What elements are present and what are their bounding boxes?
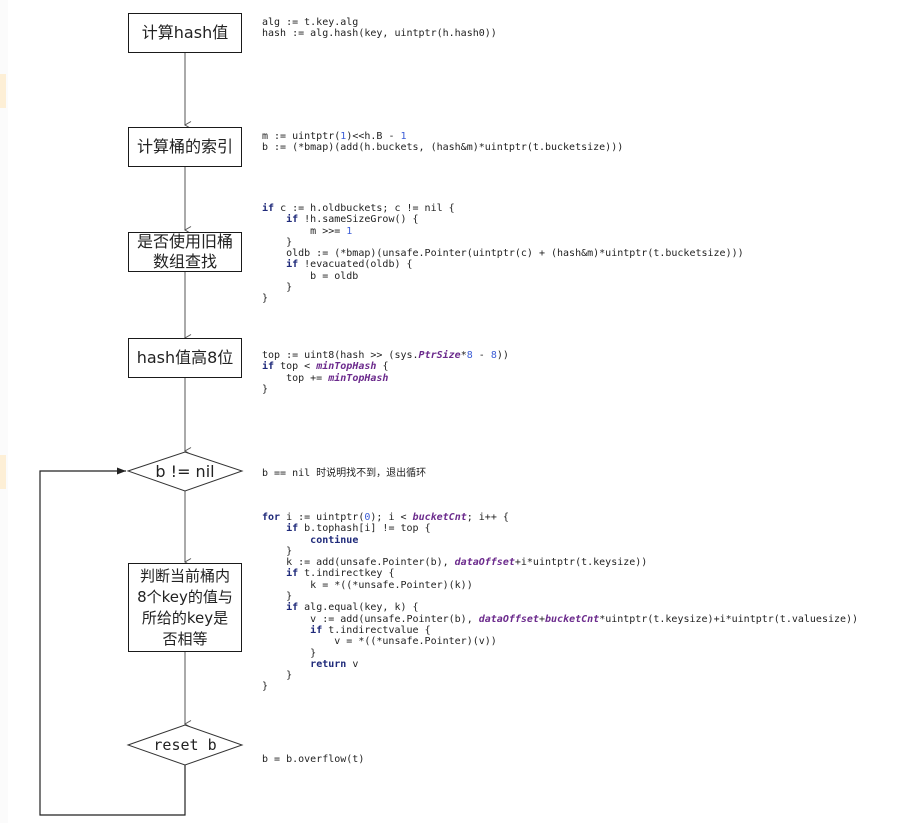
decision-diamond-loop bbox=[126, 451, 244, 492]
highlight-marker bbox=[0, 455, 6, 489]
code-line: } bbox=[262, 383, 269, 395]
code-compare-keys: for i := uintptr(0); i < bucketCnt; i++ … bbox=[262, 512, 858, 693]
code-line: return v bbox=[310, 658, 359, 670]
code-tophash: top := uint8(hash >> (sys.PtrSize*8 - 8)… bbox=[262, 350, 509, 395]
code-line: continue bbox=[310, 534, 359, 546]
step-label: 判断当前桶内 8个key的值与 所给的key是 否相等 bbox=[137, 566, 233, 648]
step-compare-keys: 判断当前桶内 8个key的值与 所给的key是 否相等 bbox=[128, 563, 242, 652]
code-line: } bbox=[262, 293, 269, 305]
code-line: b = oldb bbox=[262, 270, 359, 282]
code-line: if top < minTopHash { bbox=[262, 361, 389, 373]
step-label: hash值高8位 bbox=[136, 348, 234, 367]
code-line: v = *((*unsafe.Pointer)(v)) bbox=[262, 636, 497, 648]
code-line: top += minTopHash bbox=[262, 372, 389, 384]
code-line: } bbox=[262, 545, 293, 557]
code-line: if !evacuated(oldb) { bbox=[286, 259, 413, 271]
code-line: if c := h.oldbuckets; c != nil { bbox=[262, 203, 455, 214]
highlight-marker bbox=[0, 74, 6, 108]
code-line: } bbox=[262, 236, 293, 248]
left-margin-strip bbox=[0, 0, 8, 823]
loop-exit-note: b == nil 时说明找不到，退出循环 bbox=[262, 468, 427, 479]
loop-back-line bbox=[39, 467, 186, 816]
code-line: k = *((*unsafe.Pointer)(k)) bbox=[262, 579, 473, 591]
step-bucket-index: 计算桶的索引 bbox=[128, 127, 242, 167]
code-line: m := uintptr(1)<<h.B - 1 bbox=[262, 131, 407, 142]
step-compute-hash: 计算hash值 bbox=[128, 13, 242, 53]
code-line: if t.indirectvalue { bbox=[310, 624, 431, 636]
step-label: 计算hash值 bbox=[141, 23, 229, 42]
decision-diamond-reset bbox=[126, 724, 244, 766]
code-line: } bbox=[262, 282, 293, 294]
decision-reset-label: reset b bbox=[153, 736, 217, 754]
code-line: if !h.sameSizeGrow() { bbox=[286, 214, 419, 226]
code-compute-hash: alg := t.key.alg hash := alg.hash(key, u… bbox=[262, 17, 497, 40]
code-line: for i := uintptr(0); i < bucketCnt; i++ … bbox=[262, 512, 509, 523]
code-line: } bbox=[262, 591, 293, 603]
code-line: m >>= 1 bbox=[262, 225, 353, 237]
code-line: alg := t.key.alg bbox=[262, 17, 359, 28]
code-line: hash := alg.hash(key, uintptr(h.hash0)) bbox=[262, 28, 497, 40]
code-line: } bbox=[262, 647, 317, 659]
code-line: if t.indirectkey { bbox=[286, 568, 395, 580]
code-line: v := add(unsafe.Pointer(b), dataOffset+b… bbox=[262, 613, 859, 625]
step-label: 是否使用旧桶 数组查找 bbox=[136, 232, 233, 271]
code-line: } bbox=[262, 670, 293, 682]
step-label: 计算桶的索引 bbox=[136, 137, 233, 156]
decision-loop-label: b != nil bbox=[155, 462, 215, 481]
code-reset-b: b = b.overflow(t) bbox=[262, 754, 365, 765]
code-line: if alg.equal(key, k) { bbox=[286, 602, 419, 614]
code-line: oldb := (*bmap)(unsafe.Pointer(uintptr(c… bbox=[262, 248, 744, 260]
code-line: if b.tophash[i] != top { bbox=[286, 523, 431, 535]
step-use-old-buckets: 是否使用旧桶 数组查找 bbox=[128, 232, 242, 272]
code-bucket-index: m := uintptr(1)<<h.B - 1 b := (*bmap)(ad… bbox=[262, 131, 623, 154]
code-line: b := (*bmap)(add(h.buckets, (hash&m)*uin… bbox=[262, 142, 624, 154]
code-line: } bbox=[262, 681, 269, 693]
code-line: k := add(unsafe.Pointer(b), dataOffset+i… bbox=[262, 557, 648, 569]
code-old-buckets: if c := h.oldbuckets; c != nil { if !h.s… bbox=[262, 203, 744, 305]
code-line: top := uint8(hash >> (sys.PtrSize*8 - 8)… bbox=[262, 350, 509, 361]
step-tophash: hash值高8位 bbox=[128, 338, 242, 378]
